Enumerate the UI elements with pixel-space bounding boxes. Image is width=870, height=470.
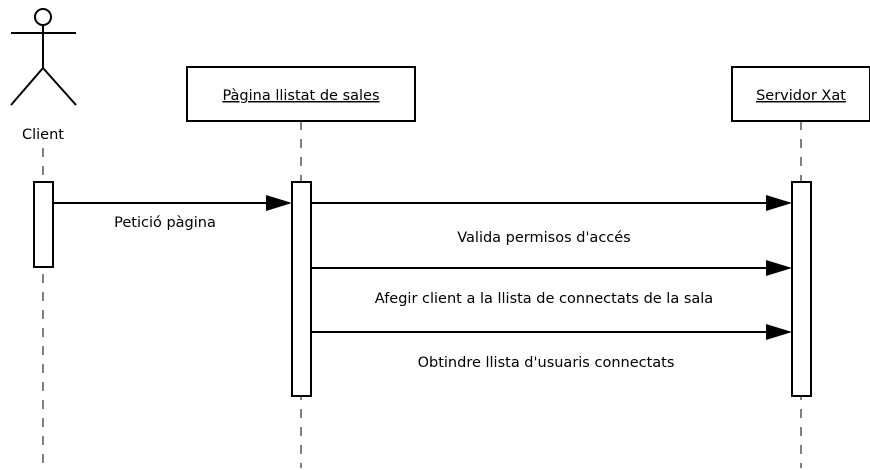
participant-servidor-label: Servidor Xat (756, 88, 846, 104)
message-arrow-3 (311, 260, 792, 276)
message-label-3: Afegir client a la llista de connectats … (375, 291, 713, 307)
message-label-4: Obtindre llista d'usuaris connectats (418, 355, 675, 371)
actor-client-label: Client (22, 127, 64, 143)
message-arrow-2 (311, 195, 792, 211)
participant-pagina-label: Pàgina llistat de sales (222, 88, 379, 104)
message-arrow-4 (311, 324, 792, 340)
actor-client-icon (10, 8, 77, 106)
activation-pagina (291, 181, 312, 397)
participant-servidor-box (731, 66, 870, 122)
message-arrow-1 (53, 195, 292, 211)
participant-pagina-box (186, 66, 416, 122)
activation-client (33, 181, 54, 268)
message-label-1: Petició pàgina (114, 215, 216, 231)
message-label-2: Valida permisos d'accés (457, 230, 631, 246)
activation-servidor (791, 181, 812, 397)
